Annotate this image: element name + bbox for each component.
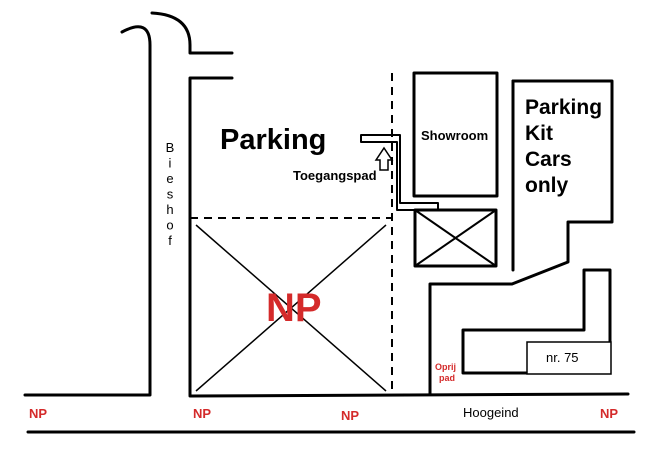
- np-zone-label: NP: [266, 286, 322, 330]
- toegangspad-label: Toegangspad: [293, 168, 377, 183]
- bieshof-road-edge-right: [188, 76, 234, 397]
- bieshof-letter: B: [166, 140, 175, 155]
- right-building: [461, 268, 612, 375]
- nr75-label: nr. 75: [546, 350, 579, 365]
- parking-kit-line-4: only: [525, 174, 568, 197]
- parking-kit-line-3: Cars: [525, 148, 572, 171]
- oprij-label-line-1: Oprij: [435, 362, 456, 372]
- np-mark-2: NP: [193, 406, 211, 421]
- bieshof-letter: s: [167, 187, 174, 202]
- crossed-box: [413, 208, 498, 268]
- toegangspad-path: [360, 134, 439, 211]
- parking-kit-line-1: Parking: [525, 96, 602, 119]
- bieshof-letter: o: [166, 218, 173, 233]
- showroom-building: [412, 71, 499, 198]
- bieshof-letter: f: [168, 233, 172, 248]
- oprij-label-line-2: pad: [439, 373, 455, 383]
- bieshof-letter: i: [169, 156, 172, 171]
- hoogeind-road-top: [188, 392, 630, 398]
- access-arrow-icon: [374, 146, 394, 171]
- bieshof-road-edge-left: [23, 25, 152, 397]
- showroom-label: Showroom: [421, 128, 488, 143]
- parking-kit-line-2: Kit: [525, 122, 553, 145]
- np-mark-3: NP: [341, 408, 359, 423]
- hoogeind-label: Hoogeind: [463, 405, 519, 420]
- np-mark-4: NP: [600, 406, 618, 421]
- nr75-box: [526, 341, 612, 375]
- crossed-box-x: [414, 209, 497, 267]
- parking-kit-zone: [428, 79, 614, 396]
- bieshof-top-curve: [150, 11, 234, 55]
- bieshof-letter: h: [166, 202, 173, 217]
- np-zone-cross-b: [195, 224, 387, 392]
- parking-label: Parking: [220, 124, 326, 156]
- np-mark-1: NP: [29, 406, 47, 421]
- bieshof-letter: e: [166, 171, 173, 186]
